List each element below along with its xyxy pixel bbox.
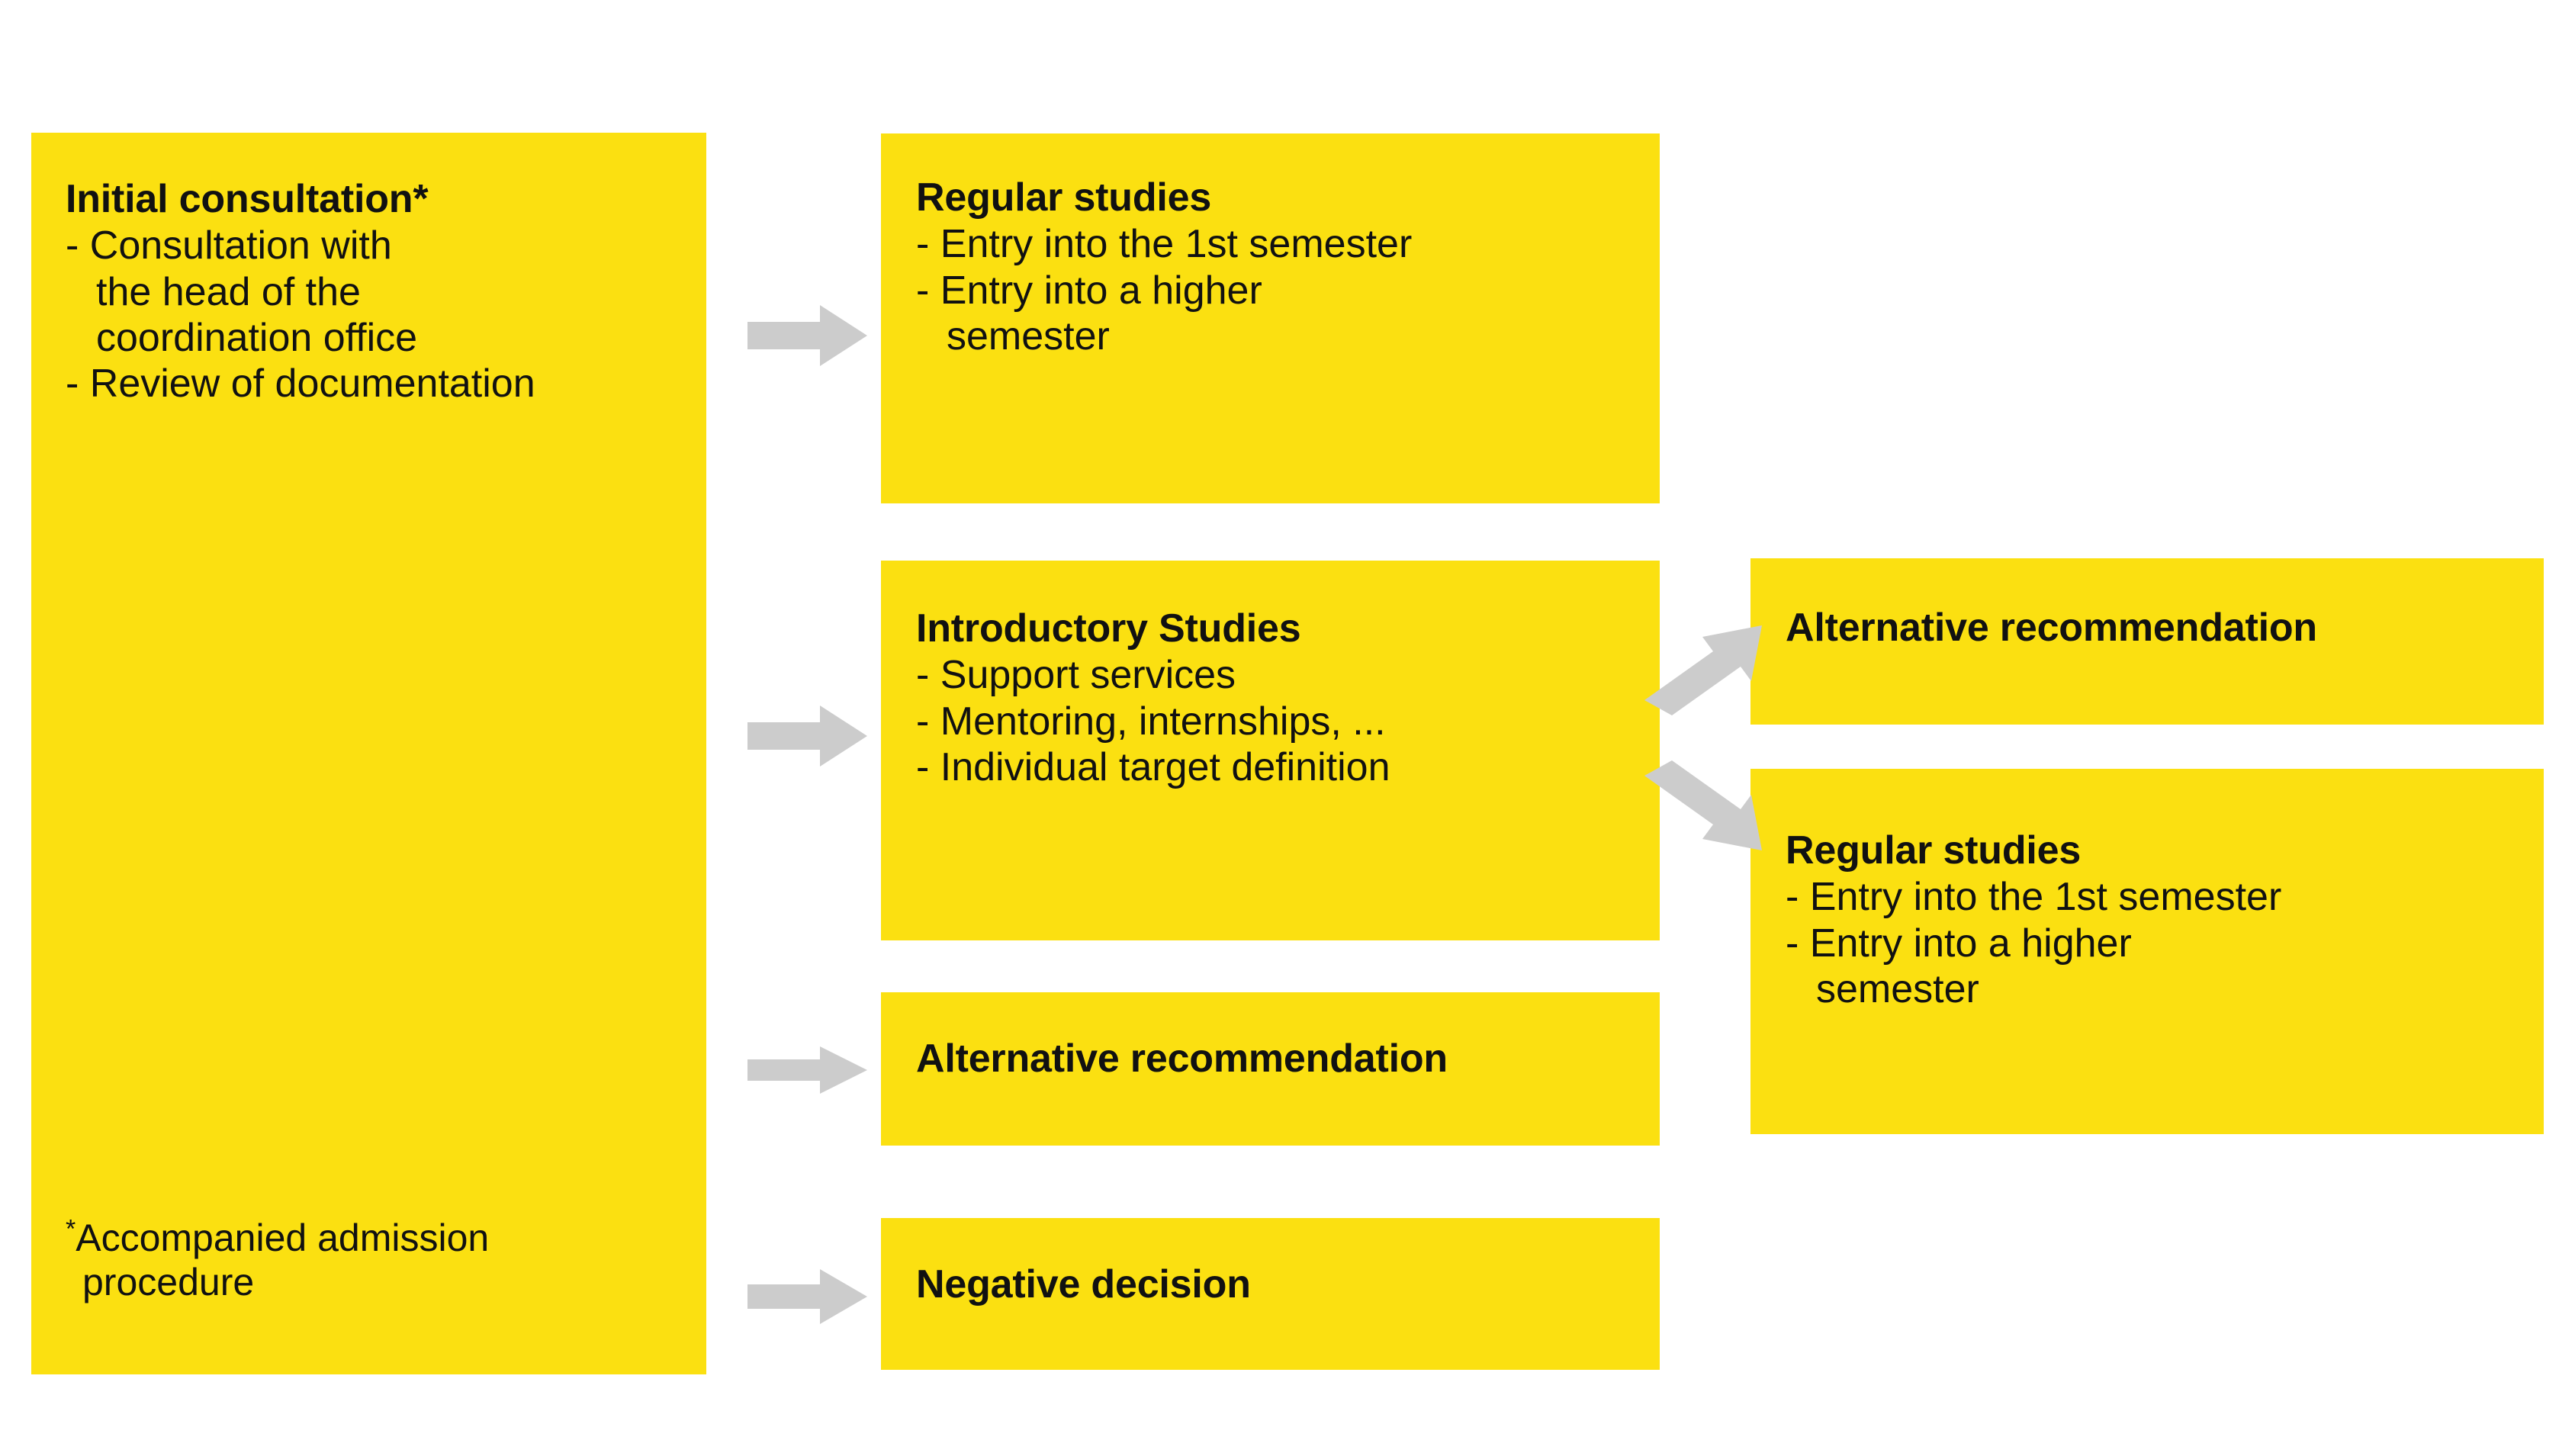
node-initial-consultation[interactable]: Initial consultation* - Consultation wit… <box>31 133 706 1374</box>
node-line: - Entry into the 1st semester <box>916 222 1413 267</box>
footnote-line-2: procedure <box>82 1261 255 1303</box>
node-title: Alternative recommendation <box>916 1037 1448 1081</box>
node-title: Regular studies <box>1786 828 2082 873</box>
node-title: Introductory Studies <box>916 606 1301 651</box>
arrow-icon-to-alternative-recommendation-middle <box>747 1046 867 1094</box>
footnote-accompanied-admission: *Accompanied admission procedure <box>66 1216 691 1304</box>
arrow-icon-to-regular-studies-top <box>747 305 867 366</box>
node-alternative-recommendation-middle[interactable]: Alternative recommendation <box>881 992 1660 1146</box>
node-title: Regular studies <box>916 175 1212 220</box>
node-title: Initial consultation* <box>66 177 429 221</box>
node-regular-studies-right[interactable]: Regular studies - Entry into the 1st sem… <box>1750 769 2544 1134</box>
node-alternative-recommendation-right[interactable]: Alternative recommendation <box>1750 558 2544 725</box>
node-body: Initial consultation* - Consultation wit… <box>66 177 691 407</box>
footnote-line-1: Accompanied admission <box>76 1217 490 1259</box>
node-regular-studies-top[interactable]: Regular studies - Entry into the 1st sem… <box>881 133 1660 503</box>
node-line: semester <box>947 313 1110 358</box>
node-line: the head of the <box>96 269 361 314</box>
node-title: Negative decision <box>916 1262 1251 1307</box>
node-introductory-studies[interactable]: Introductory Studies - Support services … <box>881 561 1660 940</box>
node-line: - Entry into the 1st semester <box>1786 875 2282 920</box>
arrow-icon-to-introductory-studies <box>747 706 867 767</box>
node-body: Regular studies - Entry into the 1st sem… <box>1786 828 2530 1012</box>
arrow-icon-branch-down-to-regular-studies <box>1640 751 1777 885</box>
node-line: - Consultation with <box>66 223 392 268</box>
node-line: - Individual target definition <box>916 744 1390 789</box>
node-line: - Entry into a higher <box>916 268 1262 313</box>
node-body: Introductory Studies - Support services … <box>916 606 1646 790</box>
node-body: Regular studies - Entry into the 1st sem… <box>916 175 1646 359</box>
arrow-icon-to-negative-decision <box>747 1269 867 1324</box>
node-body: Alternative recommendation <box>916 1037 1646 1082</box>
node-line: - Support services <box>916 653 1236 698</box>
node-line: - Review of documentation <box>66 362 535 407</box>
node-body: Negative decision <box>916 1262 1646 1308</box>
node-title: Alternative recommendation <box>1786 606 2317 650</box>
node-negative-decision[interactable]: Negative decision <box>881 1218 1660 1370</box>
node-body: Alternative recommendation <box>1786 606 2530 651</box>
node-line: - Mentoring, internships, ... <box>916 699 1386 744</box>
footnote-marker: * <box>66 1214 76 1244</box>
node-line: semester <box>1816 966 1979 1011</box>
arrow-icon-branch-up-to-alternative-recommendation <box>1640 595 1777 725</box>
node-line: coordination office <box>96 315 418 360</box>
node-line: - Entry into a higher <box>1786 921 2132 966</box>
